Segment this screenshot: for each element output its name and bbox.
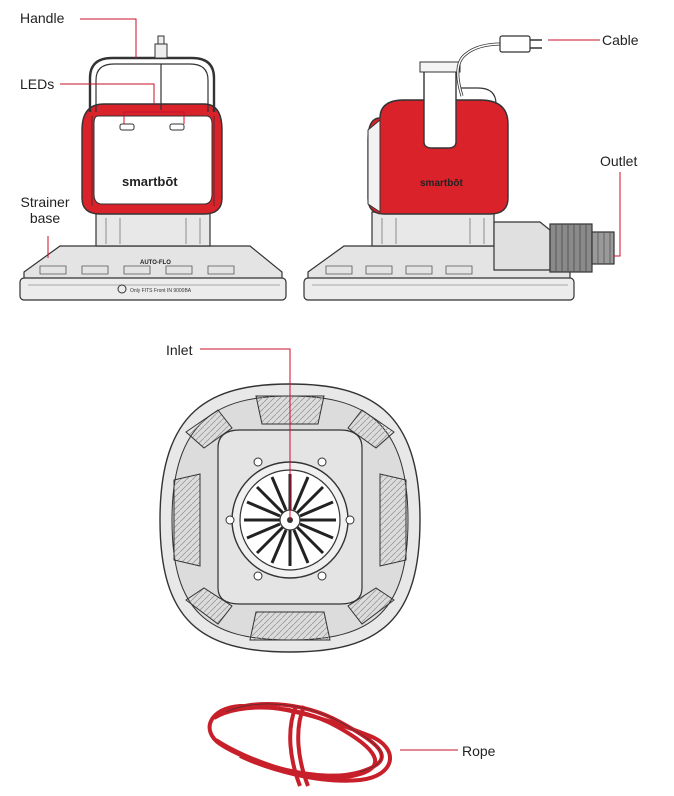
label-strainer-base-line1: Strainer [20,194,70,210]
pump-body-front: smartbōt [81,103,223,215]
base-brand-text: AUTO-FLO [140,260,171,266]
base-small-text: Only FITS Front IN 9000BA [130,288,192,294]
cable [456,35,542,97]
front-view-pump: Only FITS Front IN 9000BA AUTO-FLO smart… [19,35,287,301]
led-left [119,123,135,131]
leader-lines [47,18,621,751]
rope-coil [207,701,392,787]
cable-plug [499,35,531,53]
brand-logo-side: smartbōt [420,178,463,189]
label-outlet: Outlet [600,153,638,169]
pump-body-side: smartbōt [367,61,509,215]
led-right [169,123,185,131]
label-strainer-base-line2: base [29,210,61,226]
strainer-slots [173,395,407,641]
handle-front [88,35,216,112]
label-inlet: Inlet [166,342,193,358]
label-leds: LEDs [20,76,55,92]
label-rope: Rope [462,743,496,759]
strainer-base-front: Only FITS Front IN 9000BA AUTO-FLO [19,211,287,301]
label-cable: Cable [602,32,639,48]
outlet-fitting [493,221,615,273]
side-view-pump: smartbōt [303,35,615,301]
brand-logo-front: smartbōt [122,174,178,189]
label-strainer-base: Strainer base [10,194,80,226]
label-handle: Handle [20,10,65,26]
